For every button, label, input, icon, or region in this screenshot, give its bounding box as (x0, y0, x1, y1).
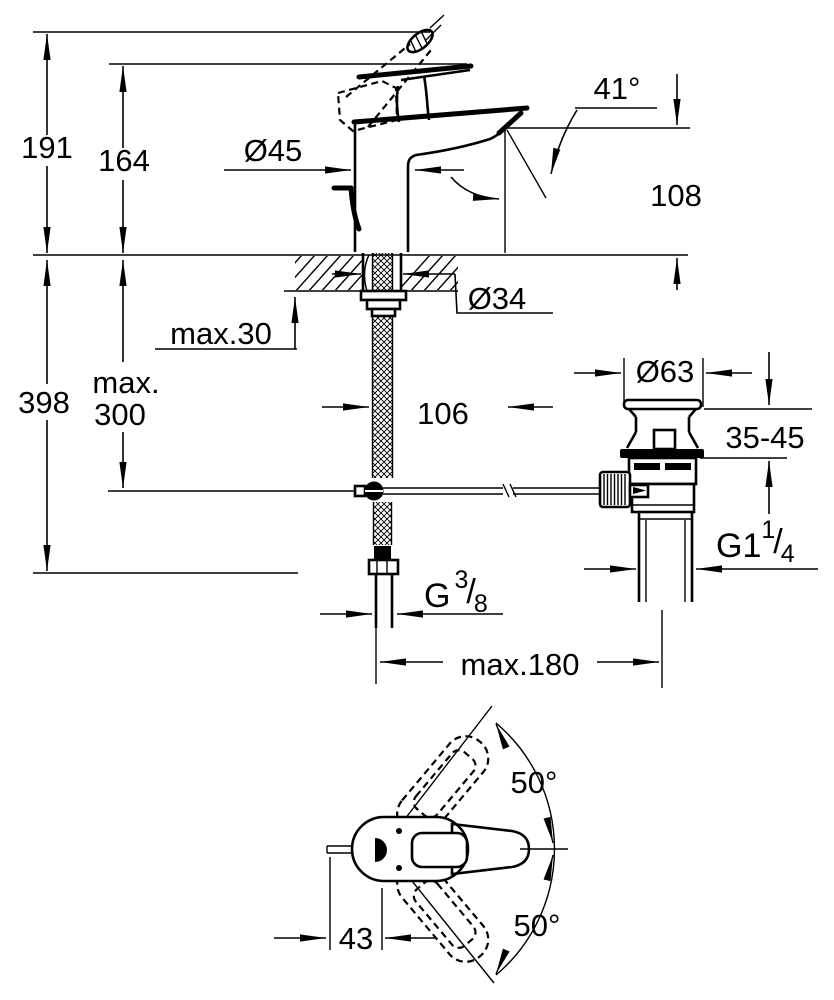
label-rod-max: max.180 (461, 647, 580, 682)
label-swivel-upper: 50° (511, 765, 558, 800)
label-height-lever: 164 (98, 143, 150, 178)
label-deck-max: max.30 (170, 316, 272, 351)
dimension-labels: 191 164 Ø45 41° 108 Ø34 max.30 398 max. … (18, 71, 805, 956)
label-waste-thread: G11/4 (716, 516, 795, 568)
label-waste-cap-diameter: Ø63 (636, 354, 695, 389)
label-waste-adjust: 35-45 (725, 420, 804, 455)
raised-lever-knob (406, 28, 434, 54)
label-handle-width: 43 (339, 921, 373, 956)
label-total-depth: 398 (18, 385, 70, 420)
label-height-overall: 191 (21, 130, 73, 165)
reference-lines (33, 31, 690, 574)
label-hose-max-1: max. (92, 365, 159, 400)
label-spout-height: 108 (650, 178, 702, 213)
faucet-top-view (274, 705, 568, 984)
popup-waste-assembly (598, 398, 704, 602)
label-hose-max-2: 300 (94, 397, 146, 432)
counter-section (295, 256, 458, 290)
label-swivel-lower: 50° (514, 908, 561, 943)
label-spout-angle: 41° (594, 71, 641, 106)
label-hole-diameter: Ø34 (468, 281, 527, 316)
label-body-diameter: Ø45 (244, 133, 303, 168)
dimension-lines (43, 34, 818, 688)
label-spout-reach: 106 (417, 396, 469, 431)
faucet-side-view (331, 14, 530, 252)
shank-and-hose (353, 253, 600, 628)
